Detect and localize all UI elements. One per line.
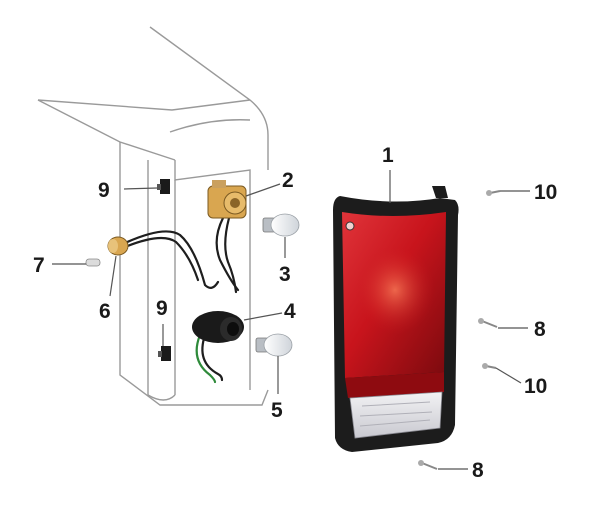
screw-8-upper [478, 318, 498, 328]
callout-9-lower: 9 [156, 297, 168, 320]
leader-lines [52, 170, 530, 470]
retainer-clip-upper [157, 179, 170, 194]
callout-1: 1 [382, 144, 394, 167]
callout-8-upper: 8 [534, 318, 546, 341]
callout-2: 2 [282, 169, 294, 192]
callout-9-upper: 9 [98, 179, 110, 202]
truck-body-outline [37, 26, 269, 406]
marker-bulb [85, 258, 101, 267]
harness-grommet [192, 311, 244, 384]
callout-8-lower: 8 [472, 459, 484, 482]
callout-6: 6 [99, 300, 111, 323]
screw-8-lower [418, 460, 438, 470]
tail-lamp-assembly [333, 186, 459, 452]
retainer-clip-lower [158, 346, 171, 361]
screw-10-upper [486, 190, 501, 196]
backup-bulb [255, 333, 293, 357]
socket-and-wire-assembly [207, 180, 247, 294]
marker-socket-assembly [107, 230, 220, 289]
callout-4: 4 [284, 300, 296, 323]
callout-3: 3 [279, 263, 291, 286]
stop-tail-bulb [262, 213, 300, 237]
screw-10-lower [482, 363, 497, 369]
callout-10-upper: 10 [534, 181, 557, 204]
callout-7: 7 [33, 254, 45, 277]
callout-5: 5 [271, 399, 283, 422]
callout-labels: 1 2 3 4 5 6 7 8 8 9 9 10 10 [33, 144, 557, 482]
callout-10-lower: 10 [524, 375, 547, 398]
